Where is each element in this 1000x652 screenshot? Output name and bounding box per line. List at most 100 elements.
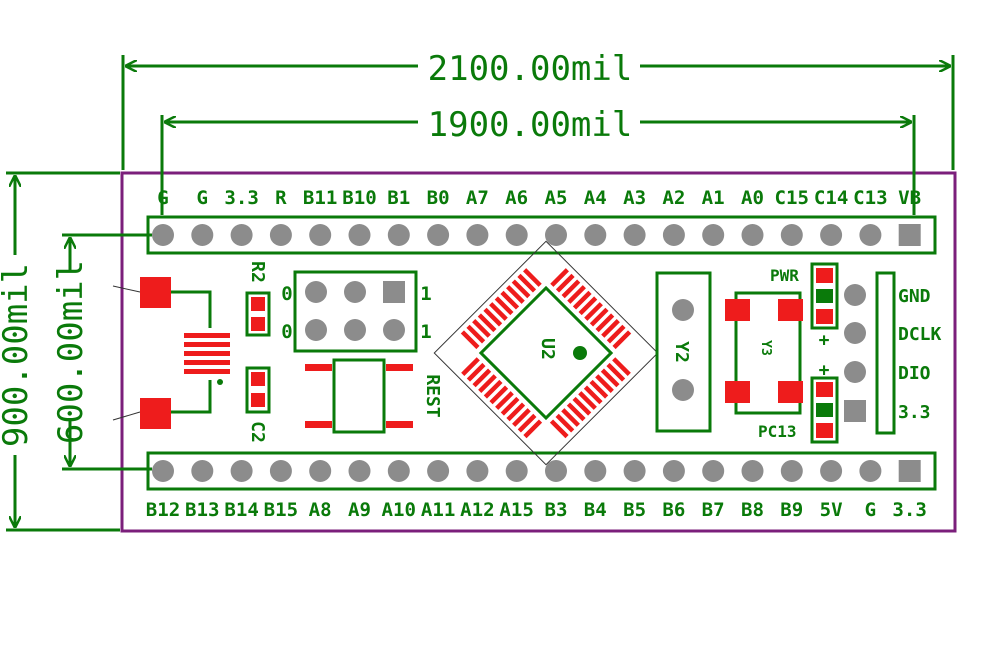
pin-label: A8 — [309, 499, 332, 521]
pin-label: 3.3 — [224, 187, 259, 209]
usb-fingers — [184, 333, 230, 374]
topPins-pin — [191, 224, 214, 246]
r2-label: R2 — [247, 261, 268, 283]
swd-label: DIO — [898, 363, 931, 384]
mcu-leads — [460, 268, 632, 439]
jumper-label-1-bottom: 1 — [420, 321, 431, 343]
pwr-plus-sign: + — [819, 330, 830, 351]
bottomPins-pin — [623, 460, 646, 482]
bottomPins-pin — [505, 460, 528, 482]
bottomPins-pin — [741, 460, 764, 482]
bottomPins-pin — [466, 460, 489, 482]
pin-label: B5 — [623, 499, 646, 521]
topPins-pin — [348, 224, 371, 246]
pin-label: R — [275, 187, 287, 209]
pin-label: A4 — [584, 187, 607, 209]
pin-label: A1 — [702, 187, 725, 209]
resistor-r2: R2 — [245, 261, 271, 337]
usb-pad-bottom — [140, 398, 171, 429]
crystal-y3: Y3 — [725, 291, 803, 415]
bottom-header-outline — [146, 451, 937, 491]
pin-label: 3.3 — [892, 499, 927, 521]
pin-label: B1 — [387, 187, 410, 209]
bottomPins-pin-square — [898, 460, 921, 482]
topPins-pin — [820, 224, 843, 246]
topPins-pin — [741, 224, 764, 246]
topPins-pin — [230, 224, 253, 246]
dimension-overall-height-label: 900.00mil — [0, 263, 36, 447]
bottomPins-pin — [348, 460, 371, 482]
pin-label: B15 — [264, 499, 299, 521]
swd-label: GND — [898, 286, 931, 307]
topPins-pin — [505, 224, 528, 246]
pin-label: B10 — [342, 187, 377, 209]
bottomPins-pin — [269, 460, 292, 482]
pin-label: A3 — [623, 187, 646, 209]
crystal-y2: Y2 — [655, 271, 712, 433]
dimension-overall-width-label: 2100.00mil — [428, 49, 633, 89]
pin-label: A7 — [466, 187, 489, 209]
pin-label: A15 — [499, 499, 534, 521]
pin-label: B0 — [427, 187, 450, 209]
pin-label: B4 — [584, 499, 607, 521]
pin-label: B3 — [545, 499, 568, 521]
topPins-pin — [780, 224, 803, 246]
bottomPins-pin — [191, 460, 214, 482]
pin-label: B6 — [662, 499, 685, 521]
bottomPins-pin — [230, 460, 253, 482]
reset-label: REST — [422, 374, 443, 418]
usb-pad-top — [140, 277, 171, 308]
topPins-pin — [702, 224, 725, 246]
topPins-pin-square — [898, 224, 921, 246]
pwr-label: PWR — [770, 266, 799, 285]
dimension-overall-height: 900.00mil — [0, 171, 120, 532]
pc13-plus-sign: + — [819, 360, 830, 381]
jumper-label-1-top: 1 — [420, 283, 431, 305]
swd-label: 3.3 — [898, 402, 931, 423]
usb-connector — [112, 277, 230, 429]
pin-label: B11 — [303, 187, 338, 209]
dimension-row-spacing: 600.00mil — [51, 233, 152, 471]
bottom-header-pins — [152, 460, 921, 482]
topPins-pin — [387, 224, 410, 246]
pin-label: G — [197, 187, 209, 209]
reset-button: REST — [305, 358, 443, 434]
pin-label: A12 — [460, 499, 495, 521]
pin-label: B9 — [780, 499, 803, 521]
pin-label: A10 — [382, 499, 417, 521]
bottomPins-pin — [427, 460, 450, 482]
jumper-label-0-bottom: 0 — [281, 321, 292, 343]
dimension-pin-span-label: 1900.00mil — [428, 105, 633, 145]
swd-header: GND DCLK DIO 3.3 — [844, 271, 942, 435]
topPins-pin — [859, 224, 882, 246]
bottomPins-pin — [859, 460, 882, 482]
dimension-overall-width: 2100.00mil — [121, 49, 955, 170]
board-outline — [120, 171, 957, 533]
mcu-body — [478, 285, 614, 421]
top-header-pins — [152, 224, 921, 246]
top-header-outline — [146, 215, 937, 255]
bottomPins-pin — [820, 460, 843, 482]
pin-label: VB — [898, 187, 921, 209]
swd-labels: GND DCLK DIO 3.3 — [898, 286, 942, 423]
topPins-pin — [427, 224, 450, 246]
topPins-pin — [309, 224, 332, 246]
pin-label: G — [157, 187, 169, 209]
pin-label: C13 — [853, 187, 888, 209]
topPins-pin — [662, 224, 685, 246]
bottomPins-pin — [309, 460, 332, 482]
bottomPins-pin — [780, 460, 803, 482]
pin-label: A0 — [741, 187, 764, 209]
capacitor-c2: C2 — [245, 366, 271, 443]
led-pc13: + PC13 — [758, 360, 839, 444]
pin-label: A6 — [505, 187, 528, 209]
mcu-courtyard — [433, 240, 659, 466]
c2-label: C2 — [247, 421, 268, 443]
pin-label: B13 — [185, 499, 220, 521]
pc13-label: PC13 — [758, 422, 797, 441]
topPins-pin — [623, 224, 646, 246]
swd-label: DCLK — [898, 324, 942, 345]
pin-label: B14 — [224, 499, 259, 521]
bottomPins-pin — [702, 460, 725, 482]
